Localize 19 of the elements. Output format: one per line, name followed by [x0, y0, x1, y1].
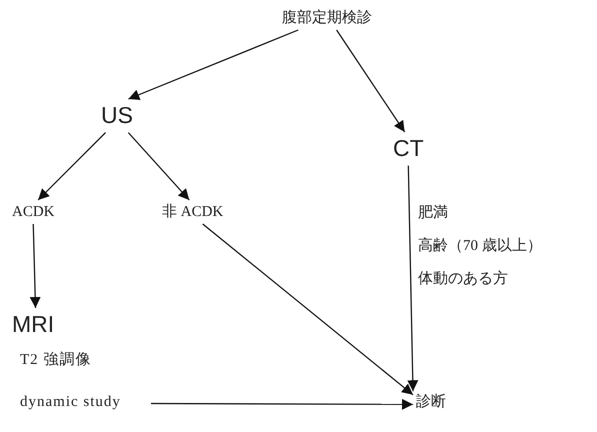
arrow — [38, 132, 106, 200]
node-label: 腹部定期検診 — [282, 9, 372, 27]
arrow — [128, 132, 190, 200]
heading-text: MRI — [12, 311, 54, 339]
arrow — [202, 224, 414, 396]
node-label: ACDK — [12, 203, 55, 221]
heading-text: US — [101, 102, 133, 130]
node-label: 診断 — [416, 393, 446, 411]
arrow — [151, 398, 413, 410]
arrow — [407, 166, 418, 392]
arrow — [336, 30, 406, 132]
condition-label: 高齢（70 歳以上） — [418, 236, 542, 255]
arrow — [30, 224, 41, 308]
arrow — [128, 29, 298, 100]
note-text: T2 強調像 dynamic study — [20, 339, 148, 423]
condition-label: 体動のある方 — [418, 269, 508, 288]
heading-text: CT — [393, 135, 424, 163]
condition-label: 肥満 — [418, 204, 448, 222]
node-label: 非 ACDK — [162, 203, 224, 221]
